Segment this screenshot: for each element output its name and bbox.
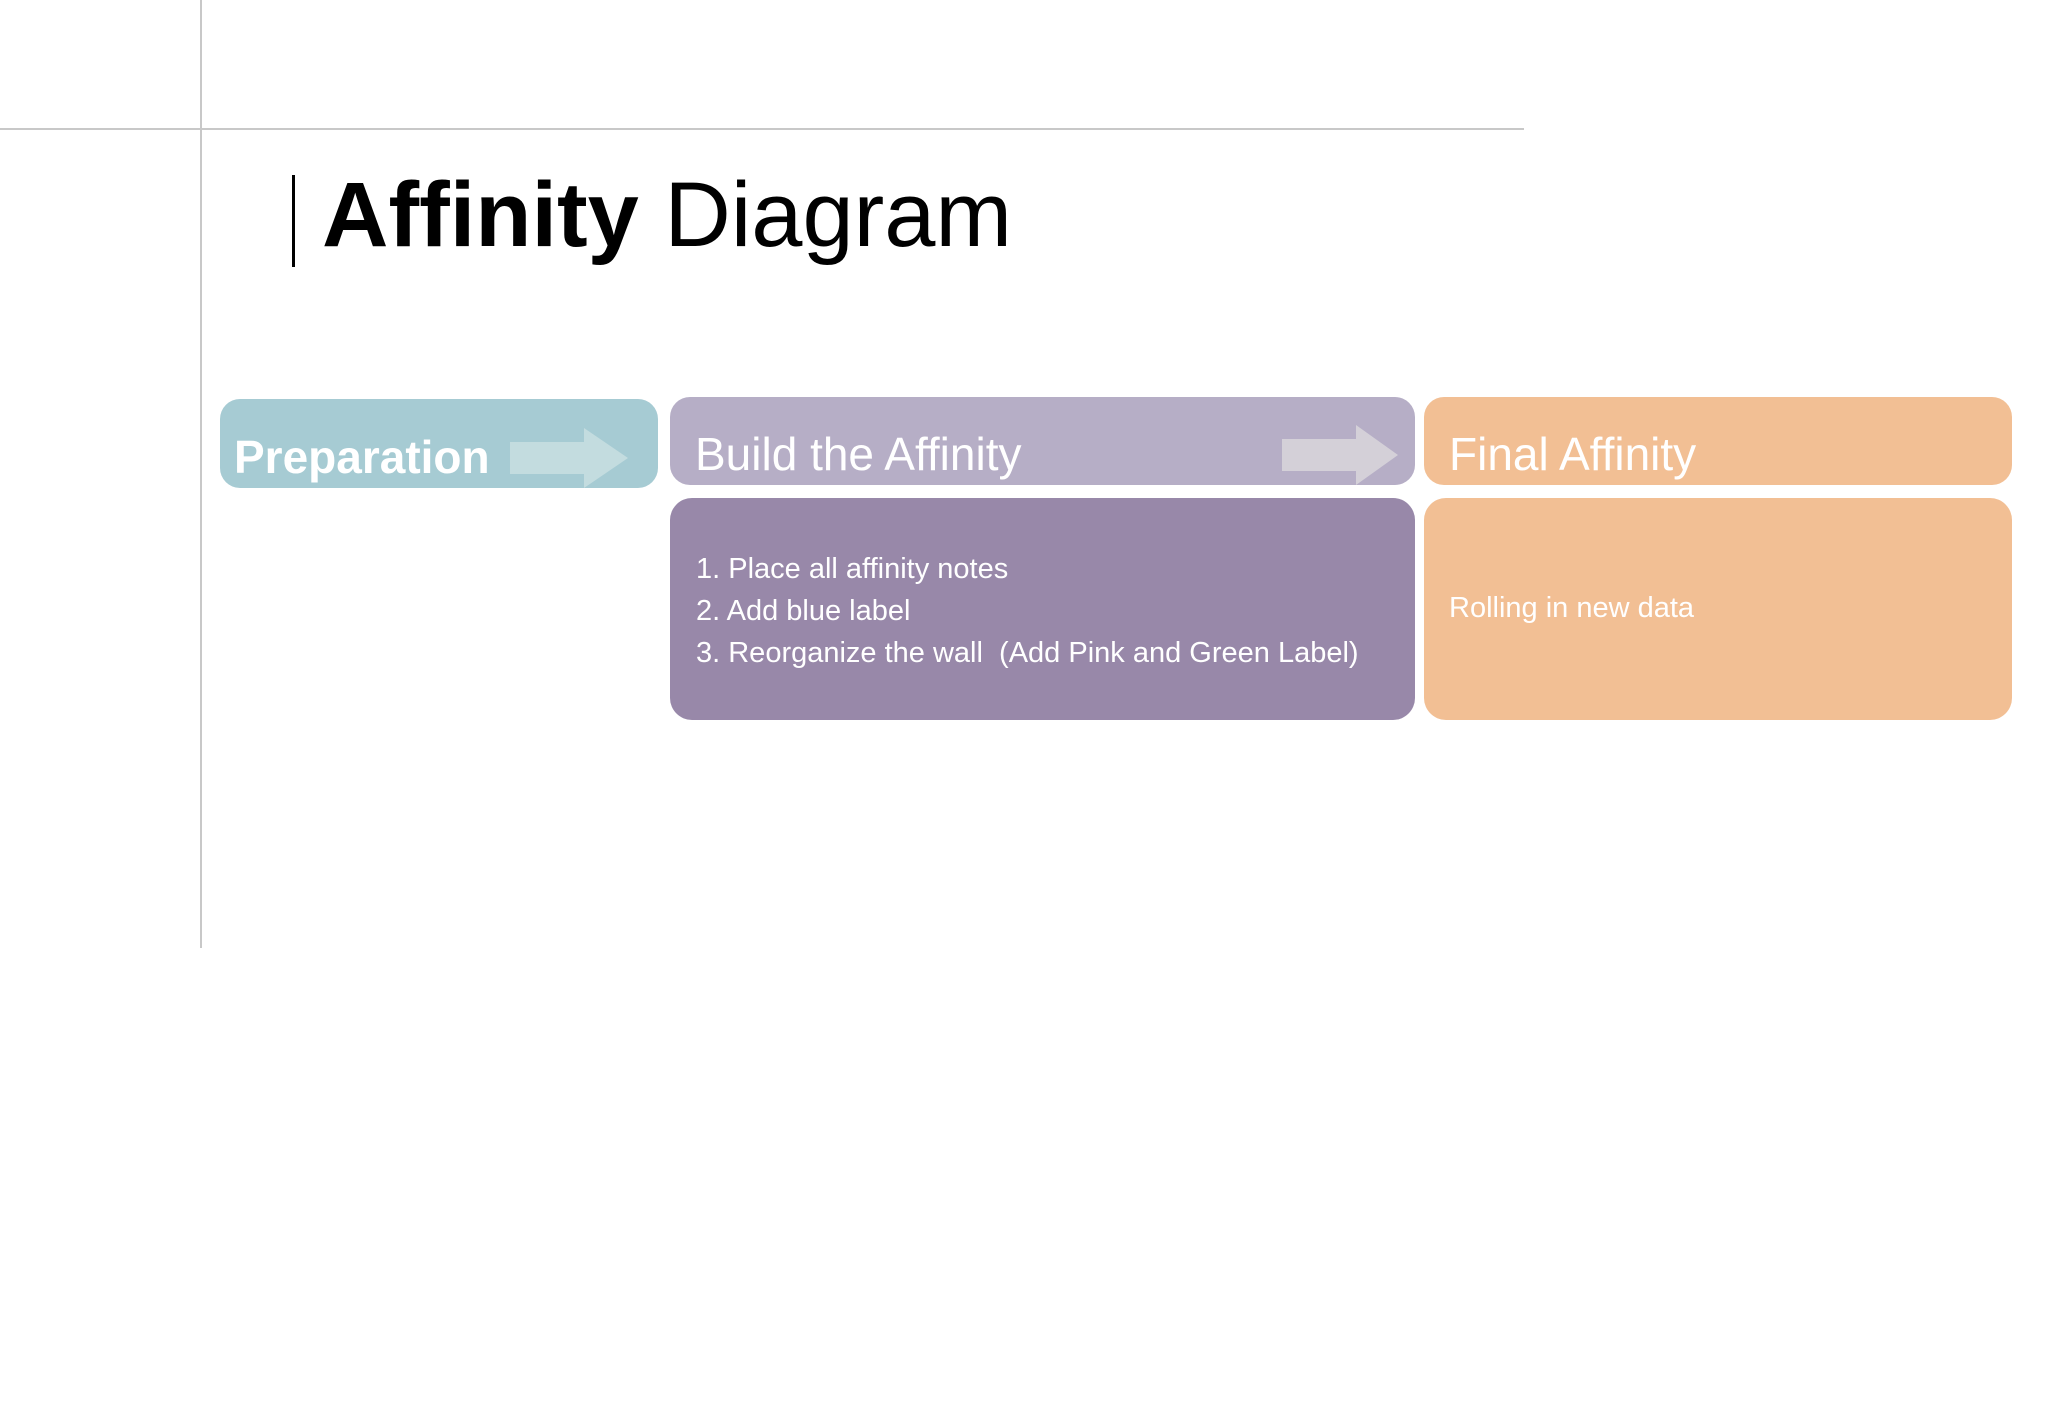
- page-title: Affinity Diagram: [322, 160, 1012, 270]
- arrow-right-icon: [1282, 425, 1398, 485]
- build-step: 2. Add blue label: [696, 595, 911, 627]
- stage-build-label: Build the Affinity: [695, 428, 1022, 480]
- page-title-regular: Diagram: [664, 164, 1013, 266]
- stage-final-body: Rolling in new data: [1424, 498, 2012, 720]
- stage-final-header: Final Affinity: [1424, 397, 2012, 485]
- stage-final-label: Final Affinity: [1449, 428, 1697, 480]
- build-step: 3. Reorganize the wall (Add Pink and Gre…: [696, 637, 1359, 669]
- stage-build-body: 1. Place all affinity notes 2. Add blue …: [670, 498, 1415, 720]
- vertical-guide-line: [200, 0, 202, 948]
- title-accent-bar: [292, 175, 295, 267]
- stage-preparation-label: Preparation: [234, 431, 490, 483]
- stage-final-text: Rolling in new data: [1449, 592, 1695, 624]
- horizontal-guide-line: [0, 128, 1524, 130]
- arrow-right-icon: [510, 428, 628, 488]
- page-title-bold: Affinity: [322, 164, 639, 266]
- build-steps-list: 1. Place all affinity notes 2. Add blue …: [696, 548, 1415, 674]
- build-step: 1. Place all affinity notes: [696, 553, 1009, 585]
